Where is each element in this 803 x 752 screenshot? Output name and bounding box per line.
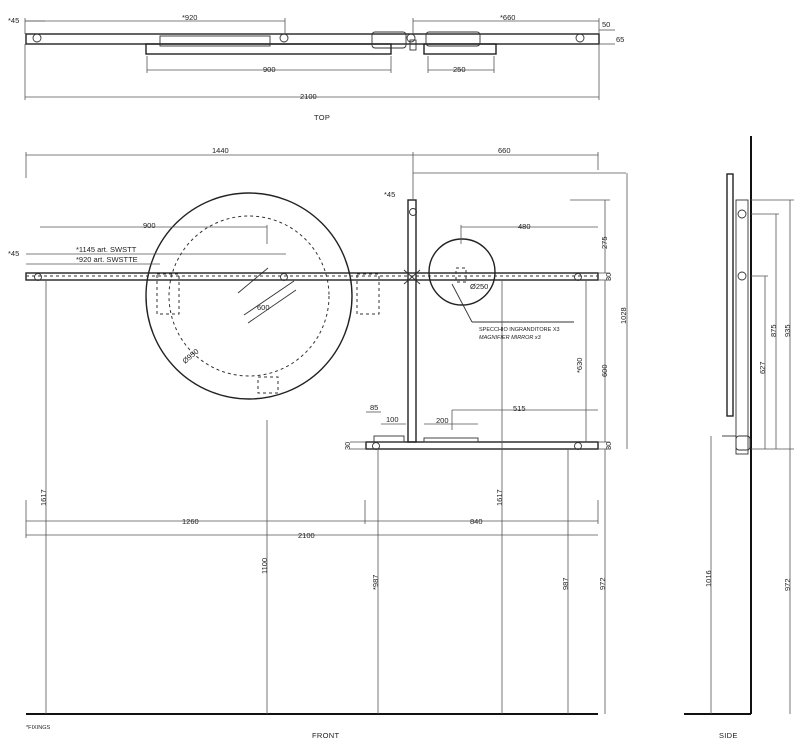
front-dim-600: 600 <box>257 303 270 312</box>
side-stem <box>735 199 749 455</box>
side-mirror-panel <box>726 173 734 417</box>
front-dim-30a: 30 <box>604 273 613 281</box>
front-dim-100: 100 <box>386 415 399 424</box>
top-shelf-left <box>145 43 392 55</box>
front-dim-45b: *45 <box>384 190 395 199</box>
front-dim-515: 515 <box>513 404 526 413</box>
top-dim-45: *45 <box>8 16 19 25</box>
front-dim-972: 972 <box>598 577 607 590</box>
front-mirror-bracket-left <box>156 273 180 315</box>
mirror-label-it: SPECCHIO INGRANDITORE X3 <box>479 327 560 333</box>
top-stem <box>409 39 417 51</box>
front-dim-840: 840 <box>470 517 483 526</box>
top-view: *45 *920 *660 50 65 900 250 2100 TOP <box>8 13 624 122</box>
fixing-6 <box>574 442 582 450</box>
front-vertical-stem <box>407 199 417 443</box>
front-dim-1617a: 1617 <box>39 489 48 506</box>
top-dim-65: 65 <box>616 35 624 44</box>
front-mirror-bracket-bottom <box>257 376 279 394</box>
top-dim-50: 50 <box>602 20 610 29</box>
front-dim-45a: *45 <box>8 249 19 258</box>
top-fixing-2 <box>279 33 289 43</box>
top-dim-250: 250 <box>453 65 466 74</box>
front-mirror-inner <box>168 215 330 377</box>
front-dim-987b: 987 <box>561 577 570 590</box>
top-view-label: TOP <box>314 113 330 122</box>
front-dim-275: 275 <box>600 236 609 249</box>
fixing-3 <box>409 208 417 216</box>
top-bar <box>25 33 600 45</box>
front-dim-30b: 30 <box>343 442 352 450</box>
fixings-note: *FIXINGS <box>26 725 50 731</box>
front-mirror <box>145 192 353 400</box>
front-dim-920: *920 art. SWSTTE <box>76 255 138 264</box>
front-dim-30c: 30 <box>604 442 613 450</box>
mirror-label-en: MAGNIFIER MIRROR x3 <box>479 335 542 341</box>
front-dim-1440: 1440 <box>212 146 229 155</box>
side-dim-972: 972 <box>783 578 792 591</box>
front-lower-shelf <box>365 441 599 450</box>
front-tray <box>423 437 479 443</box>
side-view-label: SIDE <box>719 731 738 740</box>
front-dim-200: 200 <box>436 416 449 425</box>
front-soap-holder <box>373 435 405 443</box>
front-dim-950: Ø950 <box>181 347 201 366</box>
top-magnifier-holder <box>425 31 481 47</box>
front-view-label: FRONT <box>312 731 339 740</box>
top-dim-900: 900 <box>263 65 276 74</box>
front-view: 1440 660 *45 900 480 275 1028 *45 *1145 … <box>8 146 628 740</box>
top-shelf-right <box>423 43 497 55</box>
fixing-5 <box>372 442 380 450</box>
side-view: 1016 935 875 627 972 SIDE <box>684 136 794 740</box>
front-dim-600v: 600 <box>600 364 609 377</box>
front-dim-1145: *1145 art. SWSTT <box>76 245 137 254</box>
fixing-4 <box>574 273 582 281</box>
front-dim-480: 480 <box>518 222 531 231</box>
top-dim-920: *920 <box>182 13 197 22</box>
front-dim-660: 660 <box>498 146 511 155</box>
front-mirror-bracket-right <box>356 273 380 315</box>
front-dim-1100: 1100 <box>260 558 269 574</box>
front-dim-1028: 1028 <box>619 307 628 324</box>
front-dim-85: 85 <box>370 403 378 412</box>
side-dim-627: 627 <box>758 361 767 374</box>
front-dim-2100: 2100 <box>298 531 315 540</box>
top-dim-660: *660 <box>500 13 515 22</box>
side-dim-935: 935 <box>783 324 792 337</box>
top-fixing-3 <box>406 33 416 43</box>
side-dim-875: 875 <box>769 324 778 337</box>
top-joint <box>371 31 407 49</box>
fixing-2 <box>280 273 288 281</box>
front-magnifier <box>428 238 496 306</box>
front-dim-250: Ø250 <box>470 282 488 291</box>
side-shelf <box>735 435 751 451</box>
top-fixing-1 <box>32 33 42 43</box>
top-mirror-holder <box>159 35 271 47</box>
front-dim-1260: 1260 <box>182 517 199 526</box>
top-fixing-4 <box>575 33 585 43</box>
front-dim-900: 900 <box>143 221 156 230</box>
fixing-1 <box>34 273 42 281</box>
side-dim-1016: 1016 <box>704 570 713 587</box>
front-dim-630: *630 <box>575 358 584 373</box>
front-dim-987a: *987 <box>371 575 380 590</box>
front-dim-1617b: 1617 <box>495 489 504 506</box>
top-dim-2100: 2100 <box>300 92 317 101</box>
